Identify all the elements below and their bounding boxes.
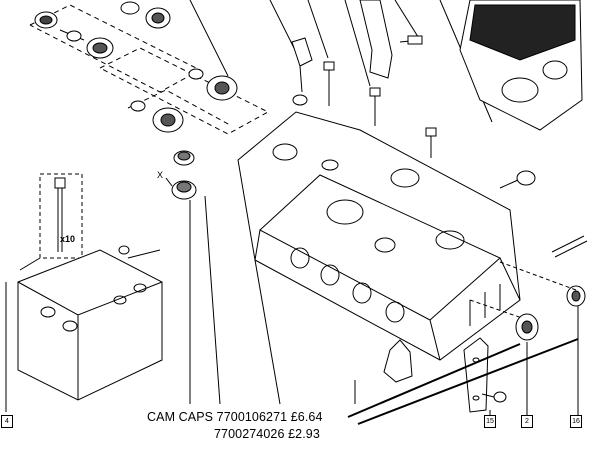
dashed-right <box>469 261 577 319</box>
pulley-mid-2 <box>130 100 184 133</box>
bolt-upper-3 <box>425 127 437 158</box>
seal-ring-2 <box>515 313 539 341</box>
quantity-label: x10 <box>60 234 76 244</box>
head-bolt <box>54 177 66 252</box>
callout-15: 15 <box>484 415 496 428</box>
stud-right <box>551 235 588 258</box>
callout-4: 4 <box>1 415 13 428</box>
plug-right <box>516 170 536 186</box>
engine-top-right <box>459 0 583 131</box>
bolt-upper-2 <box>369 87 381 126</box>
pulley-top-1 <box>34 11 58 29</box>
lifting-bracket <box>359 0 393 79</box>
cam-cap-upper <box>173 150 195 166</box>
sensor-bracket <box>291 37 313 93</box>
cover-plate-15 <box>463 337 489 413</box>
callout-2: 2 <box>521 415 533 428</box>
block-lower-left <box>17 249 163 401</box>
gear-top-1 <box>86 37 114 59</box>
leader-lines-top <box>189 0 493 123</box>
caption-line-1: CAM CAPS 7700106271 £6.64 <box>147 410 323 424</box>
callout-16: 16 <box>570 415 582 428</box>
bolt-lower <box>481 391 507 403</box>
bolt-top <box>59 29 85 42</box>
cylinder-head <box>237 111 521 361</box>
cylinder-head-detail <box>272 143 501 326</box>
head-bolt-box <box>39 173 83 259</box>
x-mark-label: X <box>157 170 164 180</box>
caption-line-2: 7700274026 £2.93 <box>214 427 320 441</box>
caption-pointers <box>347 338 579 425</box>
sealant-pouch <box>383 339 413 383</box>
bolt-upper-1 <box>323 61 335 106</box>
cam-cap-lower <box>171 180 197 200</box>
leader-lines-bottom <box>189 195 579 416</box>
gear-top-2 <box>120 1 171 29</box>
pulley-mid-1 <box>188 68 238 101</box>
seal-ring-16 <box>566 285 586 307</box>
